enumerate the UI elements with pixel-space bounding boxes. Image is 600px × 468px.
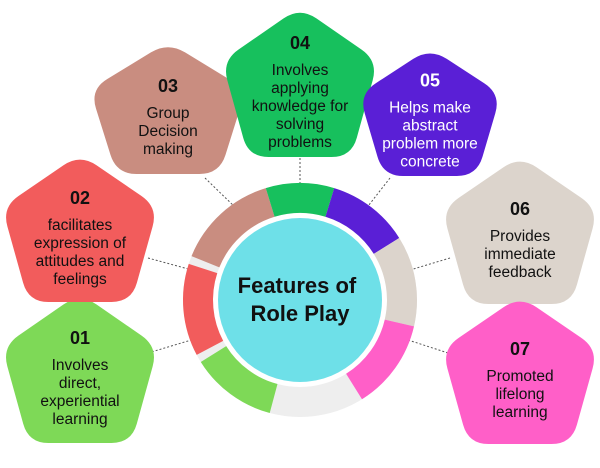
- feature-05-pentagon: [363, 53, 497, 177]
- feature-06-pentagon: [446, 161, 594, 304]
- feature-01-pentagon: [6, 298, 154, 443]
- connector-01: [147, 337, 199, 354]
- center-circle: [218, 218, 382, 382]
- feature-05-text-line: problem more: [382, 136, 478, 153]
- feature-01-text-line: learning: [52, 411, 107, 428]
- feature-05-text-line: Helps make: [389, 100, 471, 117]
- ring-segment-07: [346, 319, 415, 400]
- center-title: Features of Role Play: [238, 273, 363, 326]
- ring-segment-06: [373, 237, 417, 327]
- feature-03-text-line: making: [143, 141, 193, 158]
- connector-02: [147, 257, 193, 271]
- feature-02-text-line: feelings: [53, 271, 107, 288]
- center-ring: [183, 183, 417, 417]
- feature-05-text-line: concrete: [400, 154, 459, 171]
- feature-01-text-line: direct,: [59, 375, 101, 392]
- feature-06-number: 06: [510, 199, 530, 219]
- feature-04-pentagon: [226, 12, 374, 158]
- feature-07-pentagon: [446, 301, 594, 444]
- ring-segment-04: [265, 183, 335, 217]
- feature-02-pentagon: [6, 159, 154, 302]
- connector-05: [364, 177, 391, 211]
- feature-04-text-line: solving: [276, 116, 324, 133]
- feature-04-text-line: Involves: [272, 62, 329, 79]
- feature-02-text-line: facilitates: [48, 217, 113, 234]
- feature-04-text-line: knowledge for: [252, 98, 349, 115]
- feature-pentagons: 01Involvesdirect,experientiallearning02f…: [6, 12, 594, 444]
- feature-06-text-line: feedback: [489, 264, 552, 281]
- feature-04-number: 04: [290, 33, 310, 53]
- feature-07-number: 07: [510, 339, 530, 359]
- feature-03-pentagon: [94, 47, 242, 175]
- ring-segment-02: [183, 263, 224, 355]
- feature-01-text-line: experiential: [40, 393, 119, 410]
- feature-02-text-line: expression of: [34, 235, 127, 252]
- feature-07-text-line: lifelong: [495, 386, 544, 403]
- feature-02-number: 02: [70, 188, 90, 208]
- center-title-line-1: Features of: [238, 273, 357, 298]
- feature-01-number: 01: [70, 328, 90, 348]
- feature-06-text-line: Provides: [490, 228, 551, 245]
- feature-05-text-line: abstract: [402, 118, 458, 135]
- center-node: Features of Role Play: [218, 218, 382, 382]
- feature-04-text-line: problems: [268, 134, 332, 151]
- ring-segment-03: [191, 188, 275, 268]
- feature-03-text-line: Group: [146, 105, 189, 122]
- feature-03-text-line: Decision: [138, 123, 197, 140]
- feature-06-text-line: immediate: [484, 246, 556, 263]
- feature-05-number: 05: [420, 71, 440, 91]
- feature-03-number: 03: [158, 76, 178, 96]
- feature-07-text-line: learning: [492, 404, 547, 421]
- ring-segment-05: [325, 188, 400, 254]
- feature-01-text-line: Involves: [52, 357, 109, 374]
- feature-04-text-line: applying: [271, 80, 329, 97]
- feature-02-text-line: attitudes and: [36, 253, 125, 270]
- ring-segment-01: [200, 346, 278, 414]
- feature-07-text-line: Promoted: [486, 368, 553, 385]
- connector-06: [409, 257, 451, 271]
- center-title-line-2: Role Play: [250, 301, 350, 326]
